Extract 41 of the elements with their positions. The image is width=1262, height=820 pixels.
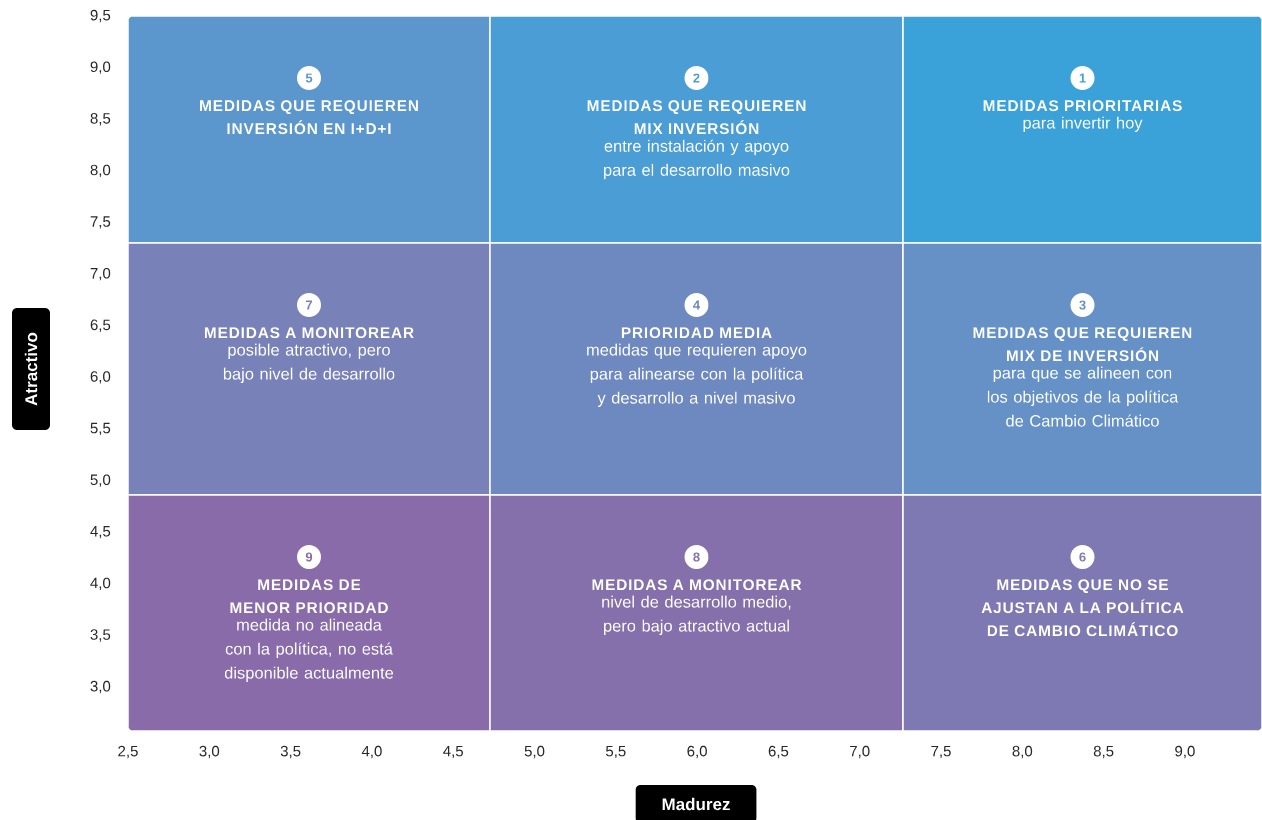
tick-label: 6,5 [768, 745, 789, 759]
number-badge: 5 [297, 66, 321, 90]
node-label: medida no alineada con la política, no está disponible actualmente [224, 618, 394, 682]
tick-label: 5,0 [524, 745, 545, 759]
axis-title: Madurez [635, 785, 757, 820]
tick-label: 3,0 [199, 745, 220, 759]
tick-label: 7,0 [850, 745, 870, 759]
tick-label: 8,0 [90, 164, 111, 178]
tick-label: 3,5 [280, 745, 301, 759]
tick-label: 7,0 [90, 267, 111, 281]
tick-label: 2,5 [118, 745, 138, 759]
tick-label: 4,5 [443, 745, 463, 759]
tick-label: 5,5 [606, 745, 626, 759]
tick-label: 9,0 [1175, 745, 1195, 759]
number-badge: 9 [297, 545, 321, 569]
tick-label: 8,5 [1093, 745, 1114, 759]
tick-label: 9,0 [90, 61, 111, 74]
number-badge: 4 [684, 293, 709, 317]
tick-label: 7,5 [90, 216, 111, 229]
number-badge: 2 [684, 66, 709, 90]
tick-label: 3,5 [90, 629, 111, 642]
number-badge: 7 [297, 293, 321, 317]
tick-label: 6,0 [687, 745, 707, 759]
axis-title: Atractivo [12, 308, 50, 430]
number-badge: 1 [1070, 66, 1095, 90]
number-badge: 6 [1070, 545, 1095, 569]
number-badge: 8 [684, 545, 709, 569]
node-label: MEDIDAS DE MENOR PRIORIDAD [230, 579, 388, 614]
tick-label: 9,5 [90, 9, 111, 23]
tick-label: 5,0 [90, 474, 111, 487]
tick-label: 3,0 [90, 680, 111, 694]
tick-label: 8,5 [90, 113, 111, 126]
tick-label: 5,5 [90, 422, 111, 436]
number-badge: 3 [1070, 293, 1095, 317]
tick-label: 4,5 [90, 526, 111, 539]
tick-label: 7,5 [931, 745, 951, 759]
tick-label: 4,0 [90, 577, 111, 590]
tick-label: 4,0 [361, 745, 382, 759]
tick-label: 6,0 [90, 371, 111, 384]
tick-label: 8,0 [1012, 745, 1033, 759]
tick-label: 6,5 [90, 319, 111, 332]
